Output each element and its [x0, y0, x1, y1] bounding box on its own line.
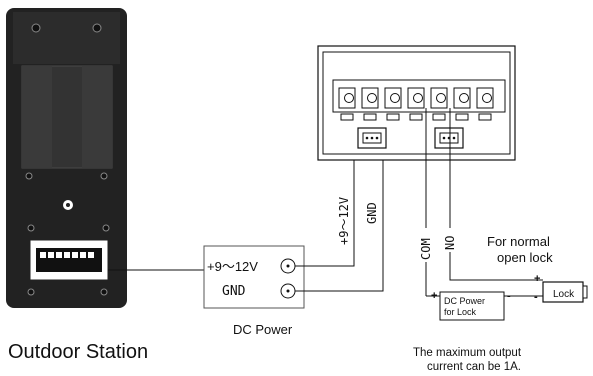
dc-power-gnd-label: GND — [222, 284, 246, 299]
lock-plus: + — [534, 273, 540, 285]
terminal-screws — [338, 87, 494, 109]
dc-power-v-label: +9～12V — [207, 259, 258, 274]
station-terminal-pins — [40, 252, 94, 258]
screw-icon — [27, 288, 35, 296]
screw-icon — [25, 172, 33, 180]
wire-gnd-label: GND — [365, 202, 379, 224]
wire-com-label: COM — [419, 238, 433, 260]
station-panel-segment — [22, 66, 52, 168]
lock-minus: - — [534, 291, 538, 303]
lock-label: Lock — [553, 289, 575, 300]
wire-no — [449, 108, 543, 281]
dc-power-caption: DC Power — [233, 322, 293, 337]
lock-power-line2: for Lock — [444, 307, 477, 317]
wire-gnd — [295, 108, 384, 292]
station-top-panel — [13, 12, 120, 64]
wire-v-label: +9～12V — [337, 197, 351, 245]
wire-v-plus — [295, 108, 355, 267]
screw-icon — [27, 224, 35, 232]
screw-icon — [100, 288, 108, 296]
station-panel-segment — [82, 66, 112, 168]
wire-no-label: NO — [443, 236, 457, 250]
note-line2: current can be 1A. — [427, 361, 521, 373]
lock-power-plus: + — [431, 290, 437, 302]
screw-icon — [100, 172, 108, 180]
screw-icon — [102, 224, 110, 232]
outdoor-station — [6, 8, 127, 308]
screw-icon — [31, 23, 41, 33]
screw-icon — [92, 23, 102, 33]
lock-power-line1: DC Power — [444, 296, 485, 306]
outdoor-station-label: Outdoor Station — [8, 341, 148, 363]
note-line1: The maximum output — [413, 347, 522, 359]
lock-title-line1: For normal — [487, 234, 550, 249]
terminal-block — [317, 45, 516, 161]
dc-power-box — [203, 245, 305, 309]
terminal-pin-row — [340, 113, 492, 121]
lock-power-box — [439, 291, 505, 321]
lock-title-line2: open lock — [497, 250, 553, 265]
